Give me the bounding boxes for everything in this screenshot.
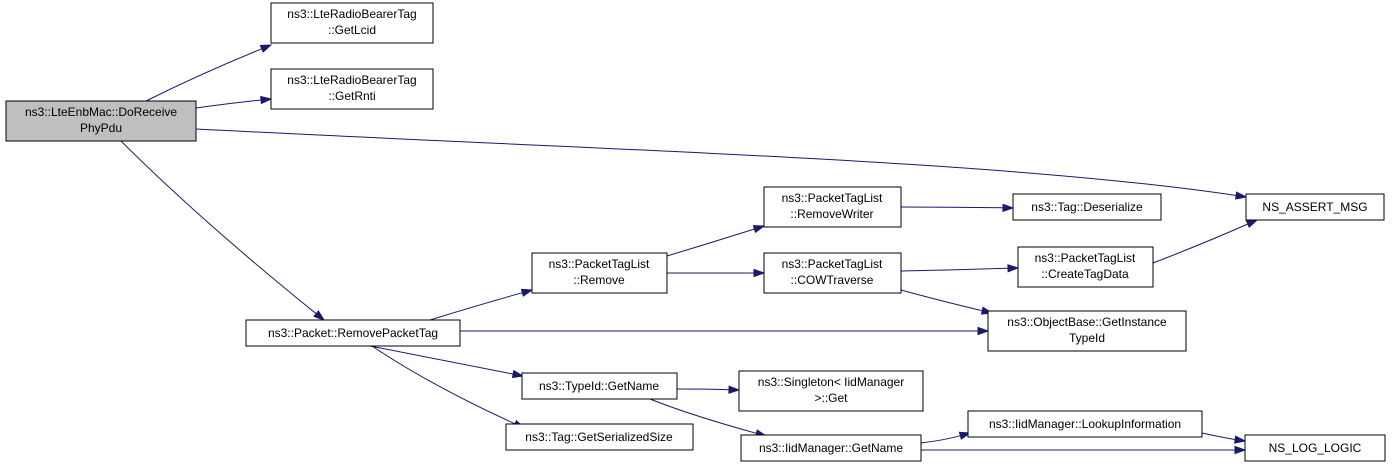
edge-packet_remove_packet_tag-to-packet_tag_list_remove xyxy=(429,288,534,321)
svg-text:>::Get: >::Get xyxy=(814,391,848,405)
svg-text:::Remove: ::Remove xyxy=(573,273,625,287)
edge-line xyxy=(195,99,262,109)
node-ns-assert-msg[interactable]: NS_ASSERT_MSG xyxy=(1245,193,1385,221)
arrowhead-icon xyxy=(977,326,990,336)
edge-line xyxy=(429,292,523,321)
svg-text:NS_LOG_LOGIC: NS_LOG_LOGIC xyxy=(1269,441,1362,455)
call-nodes: ns3::LteEnbMac::DoReceive PhyPdu ns3::Lt… xyxy=(5,2,1386,462)
svg-text:ns3::LteEnbMac::DoReceive: ns3::LteEnbMac::DoReceive xyxy=(25,105,177,119)
svg-text:ns3::PacketTagList: ns3::PacketTagList xyxy=(782,257,883,271)
node-tag-deserialize[interactable]: ns3::Tag::Deserialize xyxy=(1012,193,1162,221)
edge-line xyxy=(1201,432,1236,440)
svg-text:ns3::IidManager::GetName: ns3::IidManager::GetName xyxy=(759,441,903,455)
arrowhead-icon xyxy=(259,44,273,53)
edge-lte_enb_mac_do_receive_phy_pdu-to-lte_radio_bearer_tag_get_rnti xyxy=(195,95,273,109)
edge-line xyxy=(666,228,755,257)
arrowhead-icon xyxy=(1235,191,1248,200)
node-iid-manager-get-name[interactable]: ns3::IidManager::GetName xyxy=(740,434,922,462)
node-packet-remove-packet-tag[interactable]: ns3::Packet::RemovePacketTag xyxy=(245,319,461,347)
edge-packet_remove_packet_tag-to-type_id_get_name xyxy=(369,345,525,379)
svg-text:ns3::PacketTagList: ns3::PacketTagList xyxy=(549,257,650,271)
edge-line xyxy=(920,435,961,444)
node-singleton-iid-manager-get[interactable]: ns3::Singleton< IidManager >::Get xyxy=(738,370,924,412)
edge-lte_enb_mac_do_receive_phy_pdu-to-ns_assert_msg xyxy=(195,128,1248,200)
arrowhead-icon xyxy=(511,369,525,379)
node-ns-log-logic[interactable]: NS_LOG_LOGIC xyxy=(1244,434,1386,462)
arrowhead-icon xyxy=(1245,219,1259,229)
arrowhead-icon xyxy=(753,268,766,278)
edge-line xyxy=(900,267,1009,272)
edge-packet_tag_list_create_tag_data-to-ns_assert_msg xyxy=(1152,219,1259,264)
edge-line xyxy=(195,128,1237,196)
svg-text:::RemoveWriter: ::RemoveWriter xyxy=(790,207,873,221)
svg-text:::COWTraverse: ::COWTraverse xyxy=(791,273,874,287)
node-lte-radio-bearer-tag-get-rnti[interactable]: ns3::LteRadioBearerTag ::GetRnti xyxy=(270,68,434,110)
svg-text:ns3::LteRadioBearerTag: ns3::LteRadioBearerTag xyxy=(287,73,416,87)
arrowhead-icon xyxy=(520,288,534,297)
edge-iid_manager_get_name-to-ns_log_logic xyxy=(920,445,1247,455)
edge-line xyxy=(900,289,983,312)
svg-text:ns3::Packet::RemovePacketTag: ns3::Packet::RemovePacketTag xyxy=(268,326,438,340)
arrowhead-icon xyxy=(313,310,326,321)
node-packet-tag-list-cow-traverse[interactable]: ns3::PacketTagList ::COWTraverse xyxy=(763,252,902,294)
arrowhead-icon xyxy=(1234,445,1247,455)
arrowhead-icon xyxy=(1234,435,1247,444)
edge-lte_enb_mac_do_receive_phy_pdu-to-packet_remove_packet_tag xyxy=(120,140,326,321)
edge-packet_remove_packet_tag-to-object_base_get_instance_type_id xyxy=(460,326,990,336)
arrowhead-icon xyxy=(958,431,972,440)
svg-text:ns3::TypeId::GetName: ns3::TypeId::GetName xyxy=(539,379,659,393)
svg-text:::GetRnti: ::GetRnti xyxy=(328,89,375,103)
edge-packet_tag_list_cow_traverse-to-packet_tag_list_create_tag_data xyxy=(900,264,1020,273)
edge-lte_enb_mac_do_receive_phy_pdu-to-lte_radio_bearer_tag_get_lcid xyxy=(145,44,273,102)
node-packet-tag-list-create-tag-data[interactable]: ns3::PacketTagList ::CreateTagData xyxy=(1017,246,1154,288)
svg-text:ns3::Tag::GetSerializedSize: ns3::Tag::GetSerializedSize xyxy=(525,430,673,444)
edge-line xyxy=(676,388,730,391)
edge-packet_tag_list_remove-to-packet_tag_list_cow_traverse xyxy=(667,268,766,278)
edge-line xyxy=(1152,223,1249,264)
edge-line xyxy=(649,398,757,434)
arrowhead-icon xyxy=(260,95,273,105)
svg-text:ns3::Singleton< IidManager: ns3::Singleton< IidManager xyxy=(758,375,904,389)
svg-text:PhyPdu: PhyPdu xyxy=(80,121,122,135)
arrowhead-icon xyxy=(1002,203,1015,212)
edge-iid_manager_get_name-to-iid_manager_lookup_information xyxy=(920,431,972,444)
arrowhead-icon xyxy=(752,225,766,234)
svg-text:ns3::Tag::Deserialize: ns3::Tag::Deserialize xyxy=(1031,200,1143,214)
svg-text:::GetLcid: ::GetLcid xyxy=(328,23,376,37)
edge-line xyxy=(369,345,514,375)
node-type-id-get-name[interactable]: ns3::TypeId::GetName xyxy=(521,372,678,400)
node-lte-enb-mac-do-receive-phy-pdu[interactable]: ns3::LteEnbMac::DoReceive PhyPdu xyxy=(5,100,197,142)
edge-line xyxy=(371,345,516,425)
node-object-base-get-instance-type-id[interactable]: ns3::ObjectBase::GetInstance TypeId xyxy=(987,310,1187,352)
svg-text:ns3::IidManager::LookupInforma: ns3::IidManager::LookupInformation xyxy=(989,417,1181,431)
svg-text:NS_ASSERT_MSG: NS_ASSERT_MSG xyxy=(1262,200,1367,214)
edge-packet_tag_list_remove-to-packet_tag_list_remove_writer xyxy=(666,225,766,257)
svg-text:ns3::PacketTagList: ns3::PacketTagList xyxy=(1035,251,1136,265)
svg-text:ns3::LteRadioBearerTag: ns3::LteRadioBearerTag xyxy=(287,7,416,21)
svg-text:TypeId: TypeId xyxy=(1069,331,1105,345)
edge-line xyxy=(145,48,262,102)
edge-type_id_get_name-to-singleton_iid_manager_get xyxy=(676,385,741,394)
svg-text:::CreateTagData: ::CreateTagData xyxy=(1041,267,1129,281)
node-iid-manager-lookup-information[interactable]: ns3::IidManager::LookupInformation xyxy=(967,410,1203,438)
edge-packet_tag_list_cow_traverse-to-object_base_get_instance_type_id xyxy=(900,289,994,315)
node-packet-tag-list-remove-writer[interactable]: ns3::PacketTagList ::RemoveWriter xyxy=(763,186,902,228)
svg-text:ns3::ObjectBase::GetInstance: ns3::ObjectBase::GetInstance xyxy=(1007,315,1167,329)
arrowhead-icon xyxy=(1007,264,1020,273)
edge-line xyxy=(900,206,1004,209)
node-tag-get-serialized-size[interactable]: ns3::Tag::GetSerializedSize xyxy=(505,423,694,451)
node-lte-radio-bearer-tag-get-lcid[interactable]: ns3::LteRadioBearerTag ::GetLcid xyxy=(270,2,434,44)
edge-packet_remove_packet_tag-to-tag_get_serialized_size xyxy=(371,345,526,429)
edge-line xyxy=(120,140,317,315)
call-edges xyxy=(120,44,1259,455)
node-packet-tag-list-remove[interactable]: ns3::PacketTagList ::Remove xyxy=(531,252,668,294)
svg-text:ns3::PacketTagList: ns3::PacketTagList xyxy=(782,191,883,205)
edge-packet_tag_list_remove_writer-to-tag_deserialize xyxy=(900,203,1015,212)
arrowhead-icon xyxy=(728,385,741,394)
edge-iid_manager_lookup_information-to-ns_log_logic xyxy=(1201,432,1247,444)
